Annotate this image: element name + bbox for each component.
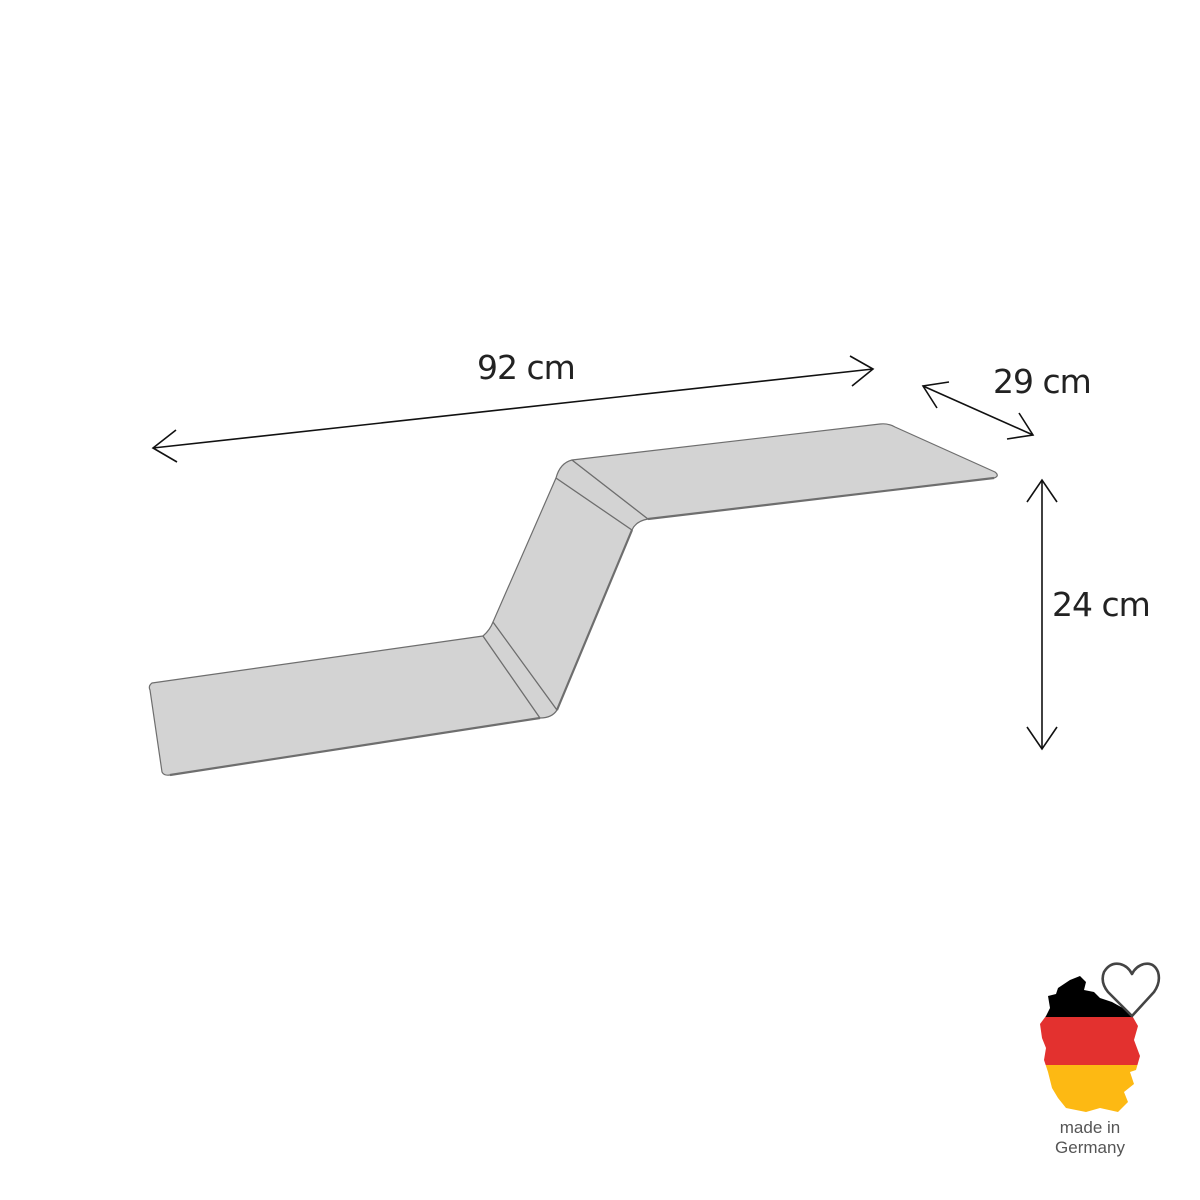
badge-line-2: Germany — [1055, 1138, 1125, 1157]
depth-dimension-arrow — [921, 381, 1035, 440]
heart-icon — [1101, 962, 1161, 1018]
height-dimension-arrow — [1026, 478, 1058, 751]
shelf-shape — [148, 423, 998, 777]
made-in-germany-text: made in Germany — [1020, 1118, 1160, 1158]
shelf-edge-lower — [169, 716, 541, 777]
flag-gold-band — [1040, 1065, 1140, 1112]
height-label: 24 cm — [1052, 585, 1151, 624]
shelf-edge-riser — [555, 529, 634, 711]
badge-line-1: made in — [1059, 1118, 1121, 1137]
shelf-upper-plate — [571, 423, 998, 520]
depth-label: 29 cm — [993, 362, 1092, 401]
shelf-edge-upper — [647, 476, 995, 521]
length-label: 92 cm — [477, 348, 576, 387]
shelf-lower-plate — [148, 635, 541, 776]
flag-red-band — [1040, 1017, 1140, 1065]
length-dimension-arrow — [151, 355, 875, 463]
